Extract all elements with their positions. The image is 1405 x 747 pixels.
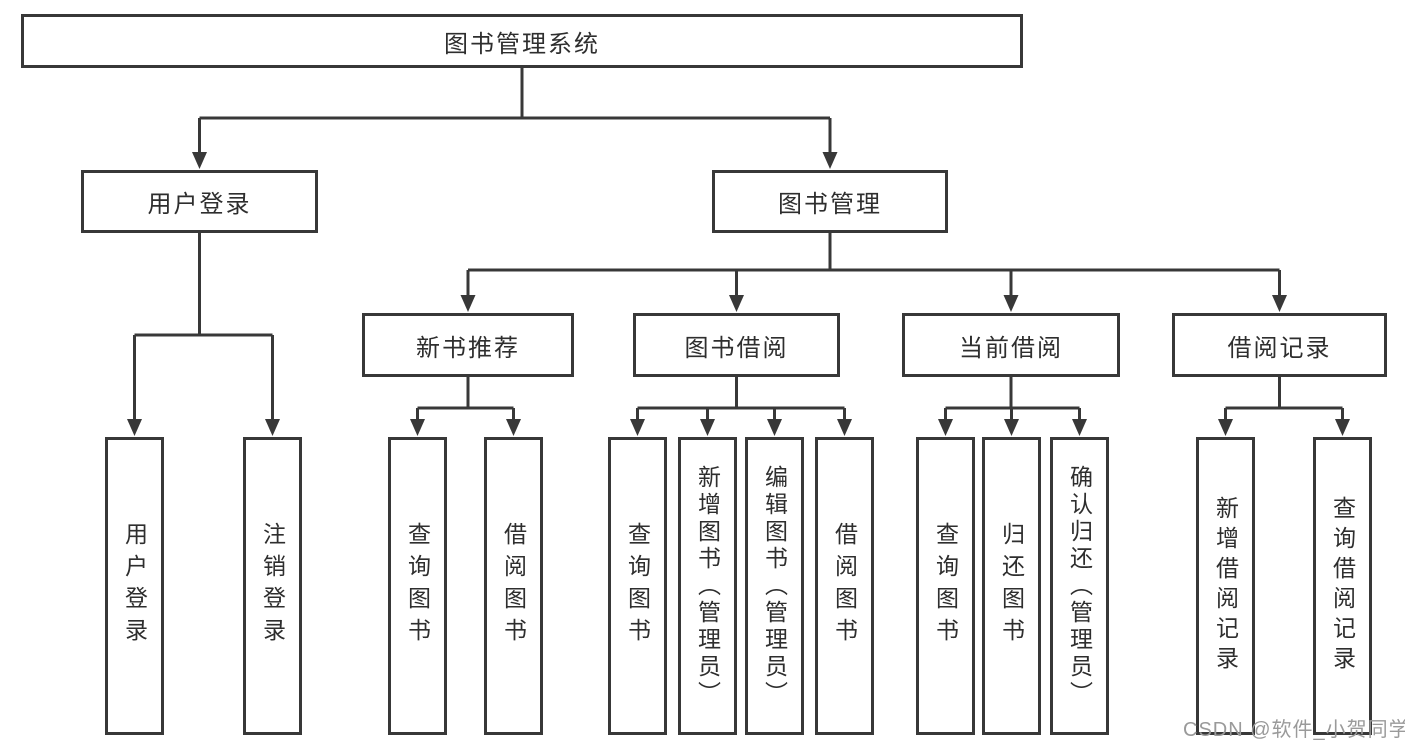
node-new-book-recommend-label: 新书推荐 xyxy=(416,334,520,362)
node-borrow-records: 借阅记录 xyxy=(1172,313,1387,377)
leaf-query-books-current: 查询图书 xyxy=(916,437,975,735)
leaf-user-login-label: 用户登录 xyxy=(121,522,148,650)
leaf-edit-book-admin-label: 编辑图书（管理员） xyxy=(761,464,788,708)
node-root: 图书管理系统 xyxy=(21,14,1023,68)
connector-borrow-records xyxy=(1218,377,1350,436)
leaf-add-borrow-record-label: 新增借阅记录 xyxy=(1212,496,1239,676)
leaf-query-borrow-record-label: 查询借阅记录 xyxy=(1329,496,1356,676)
node-current-borrowing: 当前借阅 xyxy=(902,313,1120,377)
leaf-borrow-books-borrowing: 借阅图书 xyxy=(815,437,874,735)
leaf-logout: 注销登录 xyxy=(243,437,302,735)
leaf-confirm-return-admin: 确认归还（管理员） xyxy=(1050,437,1109,735)
leaf-confirm-return-admin-label: 确认归还（管理员） xyxy=(1066,464,1093,708)
node-book-borrowing-label: 图书借阅 xyxy=(684,334,789,362)
connector-new-book-recommend xyxy=(410,377,521,436)
leaf-return-books: 归还图书 xyxy=(982,437,1041,735)
leaf-query-books-borrowing: 查询图书 xyxy=(608,437,667,735)
leaf-add-book-admin-label: 新增图书（管理员） xyxy=(694,464,721,708)
leaf-query-books-recommend-label: 查询图书 xyxy=(404,522,431,650)
connector-book-borrowing xyxy=(630,377,852,436)
leaf-query-borrow-record: 查询借阅记录 xyxy=(1313,437,1372,735)
leaf-query-books-borrowing-label: 查询图书 xyxy=(624,522,651,650)
node-book-management: 图书管理 xyxy=(712,170,948,233)
node-root-label: 图书管理系统 xyxy=(444,30,600,58)
connector-current-borrowing xyxy=(938,377,1087,436)
node-user-login-label: 用户登录 xyxy=(147,191,252,218)
leaf-edit-book-admin: 编辑图书（管理员） xyxy=(745,437,804,735)
leaf-add-book-admin: 新增图书（管理员） xyxy=(678,437,737,735)
leaf-logout-label: 注销登录 xyxy=(259,522,286,650)
connector-user-login xyxy=(127,233,280,436)
leaf-user-login: 用户登录 xyxy=(105,437,164,735)
node-current-borrowing-label: 当前借阅 xyxy=(959,334,1063,362)
leaf-query-books-current-label: 查询图书 xyxy=(932,522,959,650)
csdn-watermark: CSDN @软件_小贺同学 xyxy=(1183,719,1405,741)
leaf-query-books-recommend: 查询图书 xyxy=(388,437,447,735)
connector-root xyxy=(192,68,838,169)
node-new-book-recommend: 新书推荐 xyxy=(362,313,574,377)
node-book-borrowing: 图书借阅 xyxy=(633,313,840,377)
node-borrow-records-label: 借阅记录 xyxy=(1227,334,1332,362)
node-book-management-label: 图书管理 xyxy=(778,191,882,218)
leaf-return-books-label: 归还图书 xyxy=(998,522,1025,650)
leaf-borrow-books-recommend: 借阅图书 xyxy=(484,437,543,735)
node-user-login: 用户登录 xyxy=(81,170,318,233)
leaf-borrow-books-borrowing-label: 借阅图书 xyxy=(831,522,858,650)
leaf-add-borrow-record: 新增借阅记录 xyxy=(1196,437,1255,735)
connector-book-management xyxy=(460,233,1287,312)
leaf-borrow-books-recommend-label: 借阅图书 xyxy=(500,522,527,650)
